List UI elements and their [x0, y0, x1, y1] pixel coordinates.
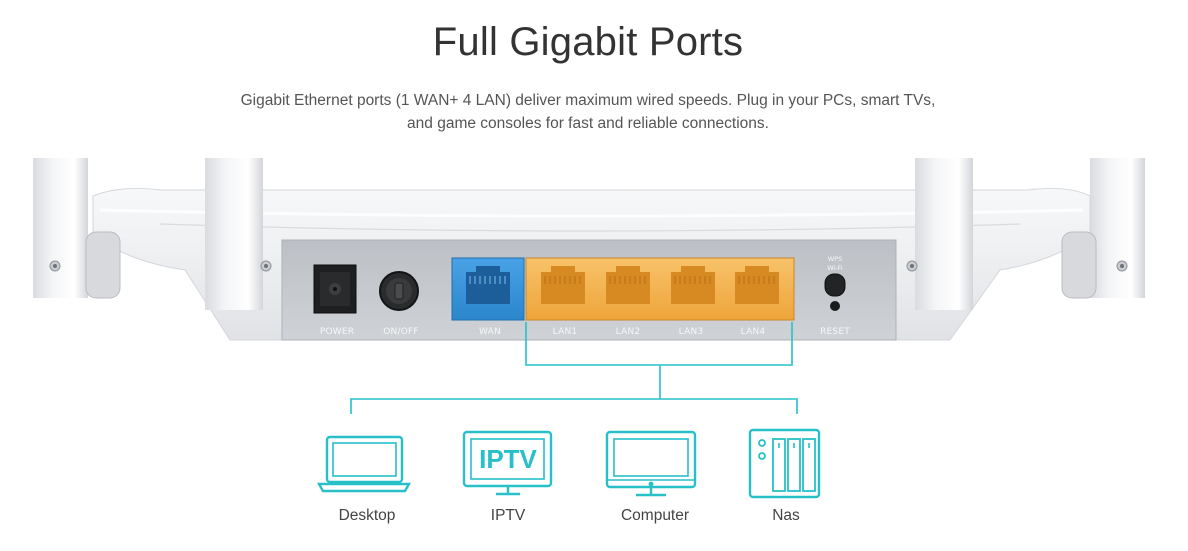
device-label-desktop: Desktop: [338, 507, 396, 524]
device-label-computer: Computer: [620, 507, 690, 524]
device-label-iptv: IPTV: [490, 507, 526, 524]
reset-label: RESET: [820, 327, 850, 337]
laptop-icon: [316, 435, 412, 493]
antenna-left-inner: [205, 158, 272, 310]
iptv-icon: IPTV: [462, 430, 553, 496]
device-label-nas: Nas: [772, 507, 800, 524]
power-button: [379, 271, 419, 311]
connection-lines: [350, 322, 798, 414]
wifi-label: Wi-Fi: [827, 264, 843, 272]
power-port: [313, 264, 357, 314]
page-title: Full Gigabit Ports: [432, 20, 744, 64]
lan4-label: LAN4: [741, 327, 766, 337]
lan4-port: [735, 266, 779, 304]
antenna-left-outer: [33, 158, 88, 298]
lan3-port: [671, 266, 715, 304]
lan1-port: [541, 266, 585, 304]
wan-label: WAN: [479, 327, 501, 337]
iptv-icon-text: IPTV: [479, 444, 537, 474]
lan2-label: LAN2: [616, 327, 641, 337]
power-label: POWER: [320, 327, 354, 337]
description-line-1: Gigabit Ethernet ports (1 WAN+ 4 LAN) de…: [240, 92, 936, 109]
hinge-left: [49, 231, 121, 299]
antenna-right-outer: [1090, 158, 1145, 298]
wan-port: [451, 257, 525, 321]
nas-icon: [748, 428, 821, 499]
on-off-label: ON/OFF: [383, 327, 419, 337]
lan3-label: LAN3: [679, 327, 704, 337]
lan1-label: LAN1: [553, 327, 578, 337]
lan2-port: [606, 266, 650, 304]
antenna-right-inner: [906, 158, 973, 310]
monitor-icon: [605, 430, 697, 497]
description-line-2: and game consoles for fast and reliable …: [407, 115, 769, 132]
page-description: Gigabit Ethernet ports (1 WAN+ 4 LAN) de…: [0, 89, 1176, 135]
wps-button: [824, 273, 846, 297]
reset-hole: [830, 301, 840, 311]
hinge-right: [1061, 231, 1128, 299]
wps-label: WPS: [828, 255, 842, 263]
